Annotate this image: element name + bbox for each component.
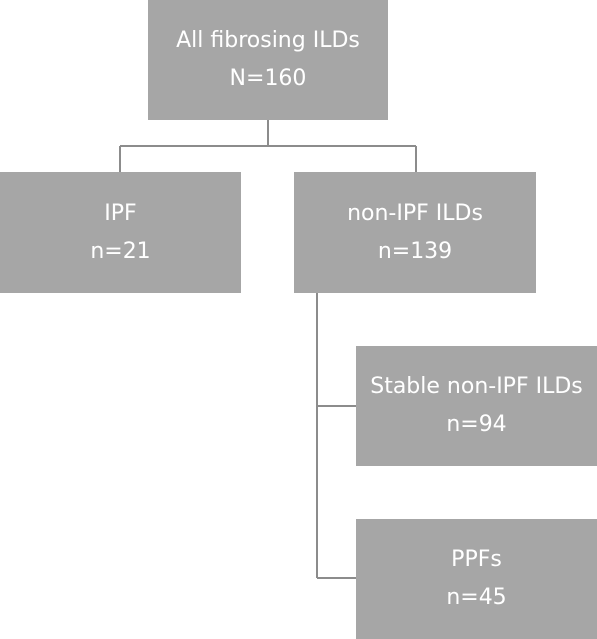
node-count: n=21 (90, 238, 151, 264)
node-title: IPF (104, 200, 137, 226)
node-count: n=45 (446, 585, 507, 610)
node-non-ipf-ilds: non-IPF ILDs n=139 (294, 172, 536, 293)
node-title: PPFs (451, 547, 502, 572)
node-stable-non-ipf-ilds: Stable non-IPF ILDs n=94 (356, 346, 597, 466)
node-count: n=139 (377, 238, 453, 264)
node-title: non-IPF ILDs (347, 200, 483, 226)
node-title: Stable non-IPF ILDs (370, 374, 583, 399)
node-title: All fibrosing ILDs (176, 28, 360, 53)
node-count: n=94 (446, 412, 507, 437)
node-ipf: IPF n=21 (0, 172, 241, 293)
node-all-fibrosing-ilds: All fibrosing ILDs N=160 (148, 0, 388, 120)
node-count: N=160 (229, 66, 307, 91)
node-ppfs: PPFs n=45 (356, 519, 597, 639)
